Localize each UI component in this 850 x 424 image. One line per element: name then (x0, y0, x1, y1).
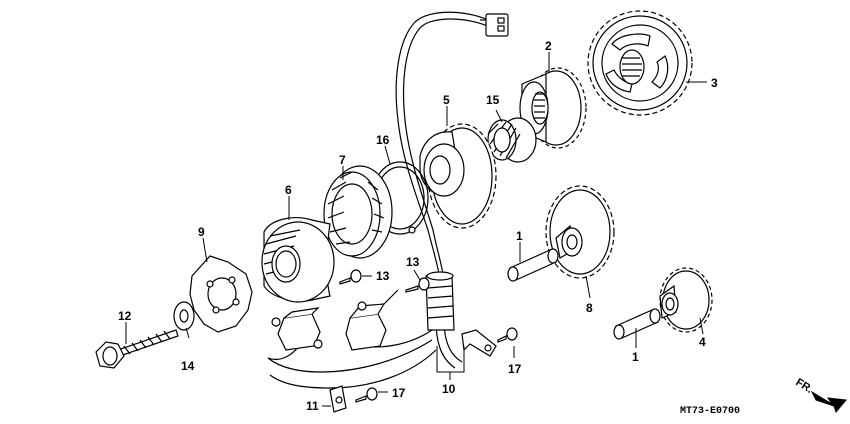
callout-10: 10 (442, 382, 456, 396)
callout-17-lower: 17 (392, 386, 406, 400)
gear-8 (545, 185, 615, 279)
callout-6: 6 (285, 183, 292, 197)
needle-bearing-15 (487, 117, 537, 163)
screw-13-lower (405, 277, 430, 293)
callout-16: 16 (376, 133, 390, 147)
callout-5: 5 (443, 93, 450, 107)
callout-1-lower: 1 (632, 350, 639, 364)
screw-17-right (497, 327, 518, 343)
shaft-1-lower (613, 308, 661, 340)
washer-14 (173, 301, 195, 331)
small-gear-4 (659, 267, 713, 333)
callout-3: 3 (711, 76, 718, 90)
callout-8: 8 (586, 301, 593, 315)
large-gear-3 (587, 10, 693, 116)
callout-11: 11 (306, 399, 319, 413)
front-direction-indicator: FR. (793, 376, 847, 414)
callout-13-lower: 13 (406, 255, 420, 269)
callout-15: 15 (486, 93, 500, 107)
screw-13-upper (339, 269, 362, 285)
pickup-sensor-right (345, 289, 399, 351)
one-way-clutch-7 (323, 165, 393, 259)
callout-17-right: 17 (508, 362, 522, 376)
pickup-sensor-left (271, 307, 323, 351)
leader-lines (125, 52, 707, 407)
wire-connector (480, 13, 509, 37)
drawing-code: MT73-E0700 (680, 406, 740, 417)
spline-gear-2 (519, 67, 587, 149)
callout-1-upper: 1 (516, 229, 523, 243)
front-label: FR. (793, 376, 814, 396)
screw-17-lower (355, 387, 378, 403)
shaft-1-upper (507, 248, 559, 282)
wire-clamp-11 (329, 385, 347, 413)
driven-gear-5 (419, 123, 497, 229)
callout-labels: 1 1 2 3 4 5 6 7 8 9 10 11 12 13 13 14 15… (118, 39, 718, 413)
flange-bolt-12 (95, 329, 179, 369)
harness-clamp-10 (461, 329, 497, 357)
callout-4: 4 (699, 335, 706, 349)
callout-14: 14 (181, 359, 195, 373)
callout-9: 9 (198, 225, 205, 239)
harness-sleeve (425, 271, 455, 331)
callout-12: 12 (118, 309, 132, 323)
callout-13-upper: 13 (376, 269, 390, 283)
starter-clutch-6 (261, 217, 335, 303)
front-arrow-icon (810, 390, 847, 414)
callout-7: 7 (339, 153, 346, 167)
flange-plate-9 (189, 255, 253, 333)
callout-2: 2 (545, 39, 552, 53)
